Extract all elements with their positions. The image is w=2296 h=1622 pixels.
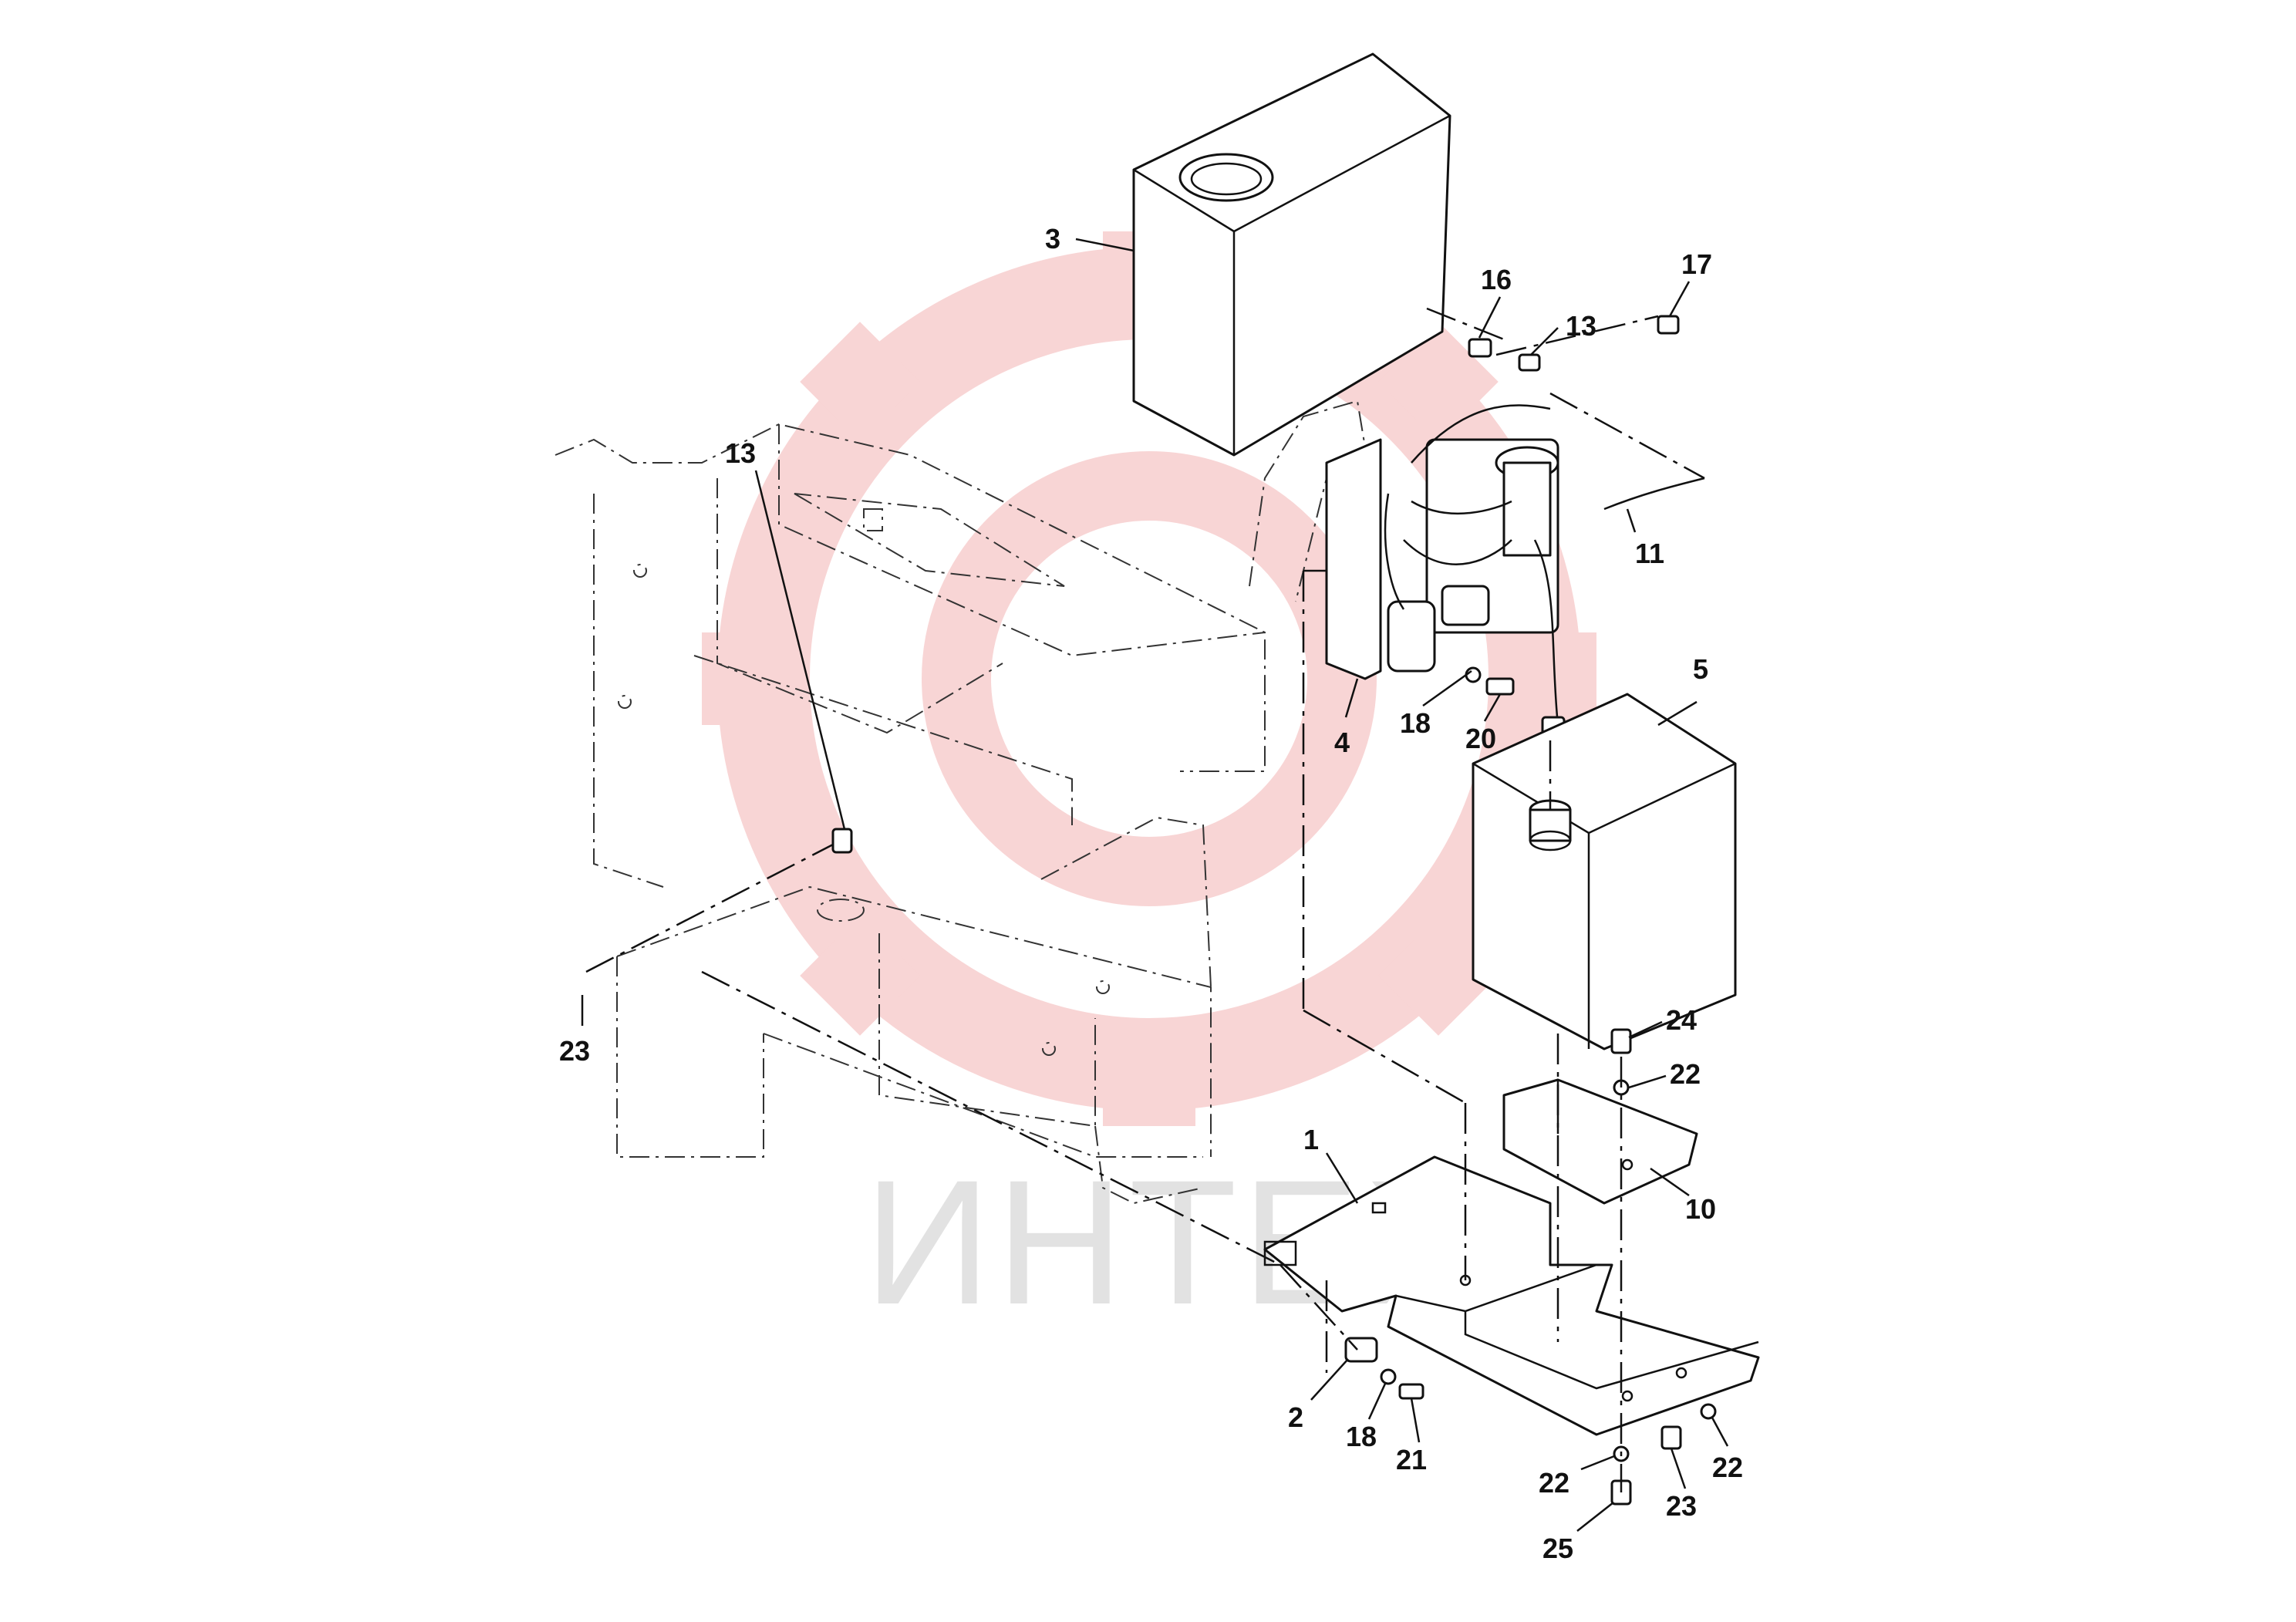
callout-5: 5 xyxy=(1693,653,1708,685)
callout-1: 1 xyxy=(1303,1124,1319,1155)
callout-20: 20 xyxy=(1465,723,1496,754)
bracket-10 xyxy=(1502,1078,1698,1205)
fitting-13-right xyxy=(1518,353,1541,372)
callout-13-right: 13 xyxy=(1566,310,1596,342)
alignment-lines xyxy=(585,307,1705,1492)
cap-17 xyxy=(1657,315,1680,335)
callout-24: 24 xyxy=(1666,1004,1697,1036)
washer-22c xyxy=(1700,1403,1717,1420)
callout-18-upper: 18 xyxy=(1400,707,1431,739)
pump-assembly-4 xyxy=(1325,404,1705,737)
tank-3 xyxy=(1132,52,1451,457)
washer-18a xyxy=(1465,666,1482,683)
fitting-16 xyxy=(1468,338,1492,358)
fitting-13-left xyxy=(831,828,853,854)
callout-21: 21 xyxy=(1396,1444,1427,1475)
callout-25: 25 xyxy=(1542,1533,1573,1564)
callout-2: 2 xyxy=(1288,1401,1303,1433)
callout-22-upper: 22 xyxy=(1670,1058,1701,1090)
callout-13-left: 13 xyxy=(725,437,756,469)
washer-18b xyxy=(1380,1368,1397,1385)
callout-16: 16 xyxy=(1481,264,1512,295)
callout-18-lower: 18 xyxy=(1346,1421,1377,1452)
callout-23-left: 23 xyxy=(559,1035,590,1067)
machine-frame-phantom xyxy=(555,400,1367,1205)
callout-22-lower: 22 xyxy=(1539,1467,1569,1499)
callout-22-right: 22 xyxy=(1712,1452,1743,1483)
callout-10: 10 xyxy=(1685,1193,1716,1225)
clip-2 xyxy=(1344,1337,1378,1363)
bolt-23b xyxy=(1660,1425,1682,1450)
callout-11: 11 xyxy=(1635,538,1664,569)
reservoir-5 xyxy=(1472,693,1737,1050)
callout-labels: 3 16 17 13 13 11 18 20 4 5 23 24 22 10 1… xyxy=(559,223,1743,1564)
callout-17: 17 xyxy=(1681,248,1712,280)
bolt-20 xyxy=(1485,677,1515,696)
bolt-21 xyxy=(1398,1383,1424,1400)
callout-4: 4 xyxy=(1334,727,1350,758)
bolt-24 xyxy=(1610,1028,1632,1054)
callout-3: 3 xyxy=(1045,223,1060,255)
callout-23-right: 23 xyxy=(1666,1490,1697,1522)
mounting-plate-1 xyxy=(1263,1155,1760,1436)
leader-lines xyxy=(581,238,1729,1532)
